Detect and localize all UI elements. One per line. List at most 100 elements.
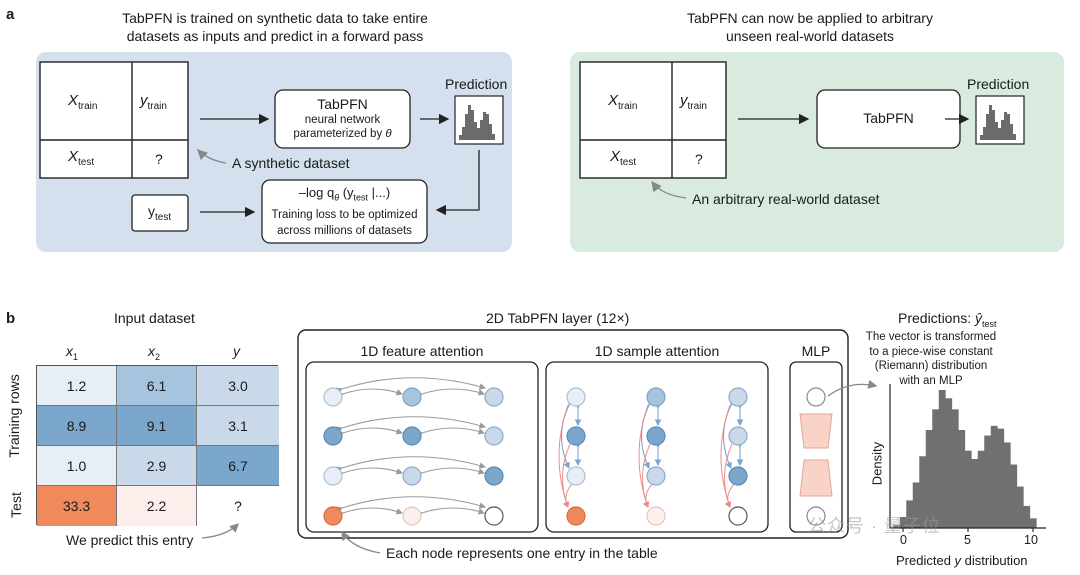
x-train-var-right: X (608, 92, 619, 109)
mlp-block-upper (799, 413, 833, 449)
tabpfn-desc-2-text: parameterized by (293, 128, 383, 140)
table-cell: 2.9 (117, 446, 197, 486)
predict-note-pointer (201, 523, 239, 539)
prediction-histogram (889, 384, 1046, 532)
x-test-label-right: Xtest (610, 148, 636, 168)
header-x1: x1 (66, 343, 78, 362)
tabpfn-inference-label: TabPFN (863, 110, 914, 126)
histogram-bar (1010, 464, 1018, 528)
y-test-box (131, 194, 189, 232)
loss-box (261, 179, 428, 244)
sample-attention-box (545, 361, 769, 533)
inference-caption-line2: unseen real-world datasets (725, 28, 895, 44)
histogram-bar (899, 516, 907, 528)
training-caption: TabPFN is trained on synthetic data to t… (90, 9, 460, 45)
predictions-title-yhat: ŷ (975, 310, 983, 326)
theta-symbol: θ (385, 128, 392, 140)
mlp-input-node (806, 506, 826, 526)
loss-formula: –log qθ (ytest |...) (262, 184, 427, 207)
table-entry-node (402, 506, 422, 526)
tabpfn-layer-title: 2D TabPFN layer (12×) (486, 310, 630, 326)
table-cell: 6.7 (197, 446, 279, 486)
table-cell: 3.0 (197, 366, 279, 406)
y-test-label: ytest (148, 203, 171, 223)
table-entry-node (646, 426, 666, 446)
loss-post: |...) (368, 185, 391, 200)
header-x2-sub: 2 (155, 351, 161, 362)
synthetic-pointer (197, 149, 227, 164)
prediction-title-left: Prediction (445, 76, 508, 92)
loss-mid: (y (339, 185, 354, 200)
y-train-label: ytrain (140, 92, 167, 112)
table-entry-node (323, 387, 343, 407)
histogram-bar (938, 390, 946, 528)
x-test-label: Xtest (68, 148, 94, 168)
prediction-hist-left (459, 105, 495, 140)
table-entry-node (484, 506, 504, 526)
histogram-bar (971, 459, 979, 528)
histogram-bar (925, 430, 933, 528)
tabpfn-desc-2: parameterized by θ (275, 127, 410, 141)
feature-attention-box (305, 361, 539, 533)
y-test-sub: test (155, 211, 172, 223)
table-entry-node (323, 506, 343, 526)
predictions-title-sub: test (982, 318, 997, 329)
histogram-bar (906, 500, 914, 528)
table-entry-node (646, 506, 666, 526)
table-cell: 1.2 (37, 366, 117, 406)
feature-attention-arc (335, 496, 487, 513)
table-entry-node (566, 506, 586, 526)
table-cell: ? (197, 486, 279, 526)
layer-outer-box (297, 329, 849, 539)
table-entry-node (402, 387, 422, 407)
histogram-bar (919, 456, 927, 528)
histogram-bar (951, 409, 959, 528)
tabpfn-model-box (274, 89, 411, 149)
header-x1-sub: 1 (73, 351, 79, 362)
loss-line2: across millions of datasets (277, 224, 412, 237)
test-attention-link (562, 483, 573, 508)
note-line1: The vector is transformed (865, 331, 997, 343)
y-train-var: y (140, 92, 148, 109)
mlp-contents (799, 387, 833, 526)
tick-0: 0 (900, 533, 907, 547)
loss-pre: –log q (298, 185, 335, 200)
tabpfn-desc-1: neural network (304, 114, 381, 126)
tick-10: 10 (1024, 533, 1038, 547)
mlp-title: MLP (801, 343, 831, 359)
sample-attention-title: 1D sample attention (594, 343, 720, 359)
panel-a-label: a (6, 6, 15, 23)
table-entry-node (566, 387, 586, 407)
table-entry-node (402, 426, 422, 446)
table-cell: 33.3 (37, 486, 117, 526)
y-train-label-right: ytrain (680, 92, 707, 112)
training-caption-line1: TabPFN is trained on synthetic data to t… (122, 10, 428, 26)
table-entry-node (728, 387, 748, 407)
header-y: y (233, 343, 240, 359)
test-attention-link (642, 483, 653, 508)
prediction-title-right: Prediction (967, 76, 1030, 92)
density-axis-label: Density (869, 441, 885, 486)
unknown-target-right: ? (695, 151, 703, 167)
panel-b-label: b (6, 310, 16, 327)
inference-caption-line1: TabPFN can now be applied to arbitrary (687, 10, 933, 26)
input-dataset-title: Input dataset (114, 310, 195, 326)
feature-attention-arc (415, 427, 486, 438)
feature-attention-arc (415, 467, 486, 478)
table-entry-node (566, 466, 586, 486)
table-entry-node (484, 466, 504, 486)
y-train-sub-right: train (687, 101, 707, 112)
loss-line1: Training loss to be optimized (271, 208, 418, 221)
table-entry-node (646, 387, 666, 407)
node-note-pointer (341, 530, 381, 554)
watermark: 公众号 · 量子位 (808, 516, 941, 536)
table-entry-node (323, 426, 343, 446)
histogram-bar (1003, 442, 1011, 528)
x-train-sub: train (78, 101, 98, 112)
test-attention-link (724, 483, 735, 508)
histogram-bar (1029, 518, 1037, 528)
feature-attention-arc (336, 388, 404, 399)
loss-sub: test (353, 192, 369, 203)
table-entry-node (402, 466, 422, 486)
header-x2-var: x (148, 343, 155, 359)
